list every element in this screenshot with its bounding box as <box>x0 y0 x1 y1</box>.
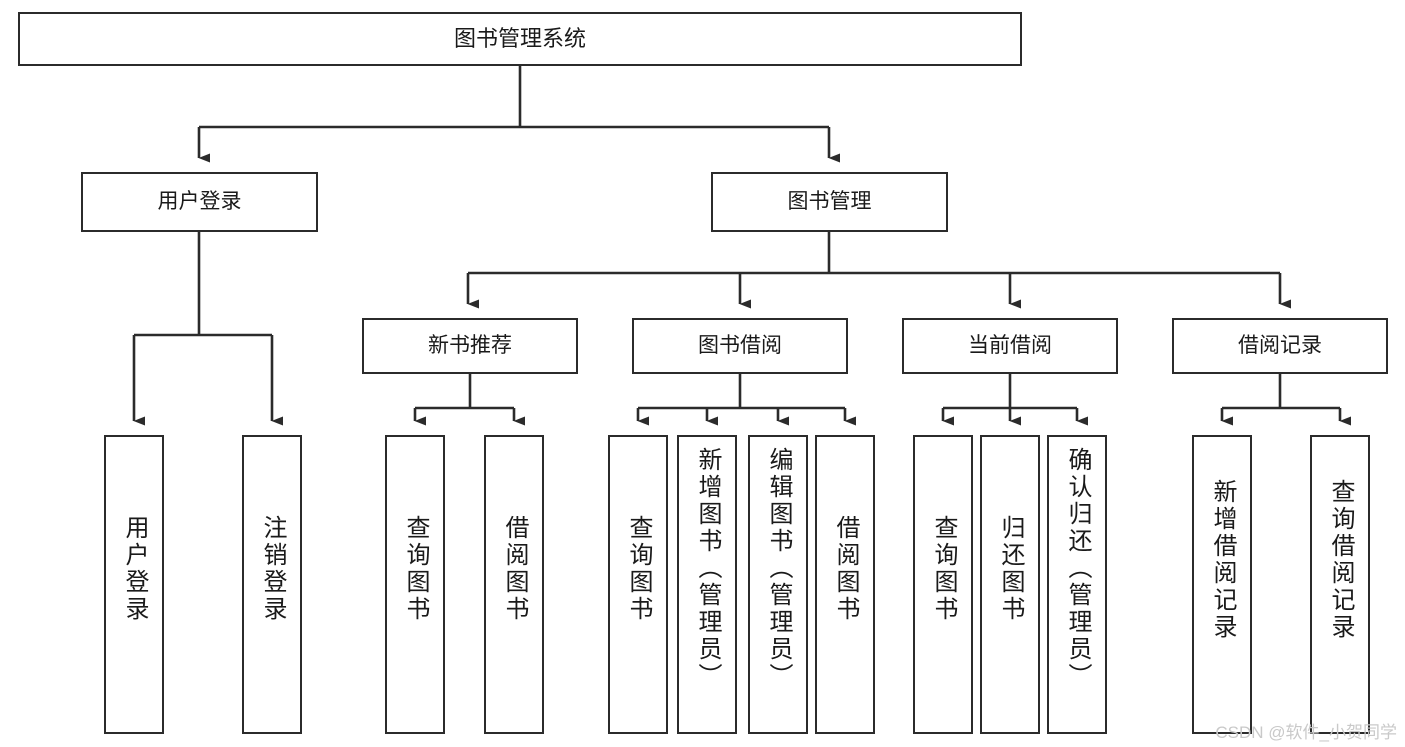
leaf-borrow-book-recommend[interactable]: 借阅图书 <box>484 435 544 734</box>
node-current-borrow[interactable]: 当前借阅 <box>902 318 1118 374</box>
node-label: 图书管理 <box>787 190 872 214</box>
node-new-book-recommend[interactable]: 新书推荐 <box>362 318 578 374</box>
node-label: 图书借阅 <box>698 334 782 358</box>
leaf-add-book-admin[interactable]: 新增图书（管理员） <box>677 435 737 734</box>
node-label: 借阅图书 <box>501 515 528 623</box>
node-label: 当前借阅 <box>968 334 1052 358</box>
node-label: 查询图书 <box>930 515 957 623</box>
node-label: 用户登录 <box>121 515 148 623</box>
node-user-login[interactable]: 用户登录 <box>81 172 318 232</box>
leaf-query-book-recommend[interactable]: 查询图书 <box>385 435 445 734</box>
node-label: 查询图书 <box>402 515 429 623</box>
node-borrow-record[interactable]: 借阅记录 <box>1172 318 1388 374</box>
node-label: 查询借阅记录 <box>1327 479 1354 641</box>
node-label: 新书推荐 <box>428 334 512 358</box>
node-label: 归还图书 <box>997 515 1024 623</box>
node-label: 借阅图书 <box>832 515 859 623</box>
leaf-return-book[interactable]: 归还图书 <box>980 435 1040 734</box>
leaf-edit-book-admin[interactable]: 编辑图书（管理员） <box>748 435 808 734</box>
node-label: 注销登录 <box>259 515 286 623</box>
leaf-user-logout[interactable]: 注销登录 <box>242 435 302 734</box>
node-label: 借阅记录 <box>1238 334 1322 358</box>
node-label: 新增图书（管理员） <box>694 447 721 690</box>
node-label: 新增借阅记录 <box>1209 479 1236 641</box>
node-root-book-management-system[interactable]: 图书管理系统 <box>18 12 1022 66</box>
leaf-query-borrow-record[interactable]: 查询借阅记录 <box>1310 435 1370 734</box>
node-book-borrow[interactable]: 图书借阅 <box>632 318 848 374</box>
node-label: 编辑图书（管理员） <box>765 447 792 690</box>
leaf-user-login[interactable]: 用户登录 <box>104 435 164 734</box>
node-label: 查询图书 <box>625 515 652 623</box>
leaf-confirm-return-admin[interactable]: 确认归还（管理员） <box>1047 435 1107 734</box>
node-book-management[interactable]: 图书管理 <box>711 172 948 232</box>
leaf-add-borrow-record[interactable]: 新增借阅记录 <box>1192 435 1252 734</box>
leaf-query-book-borrow[interactable]: 查询图书 <box>608 435 668 734</box>
leaf-query-book-current[interactable]: 查询图书 <box>913 435 973 734</box>
leaf-borrow-book[interactable]: 借阅图书 <box>815 435 875 734</box>
node-label: 用户登录 <box>157 190 242 214</box>
node-label: 图书管理系统 <box>453 25 586 51</box>
node-label: 确认归还（管理员） <box>1064 447 1091 690</box>
